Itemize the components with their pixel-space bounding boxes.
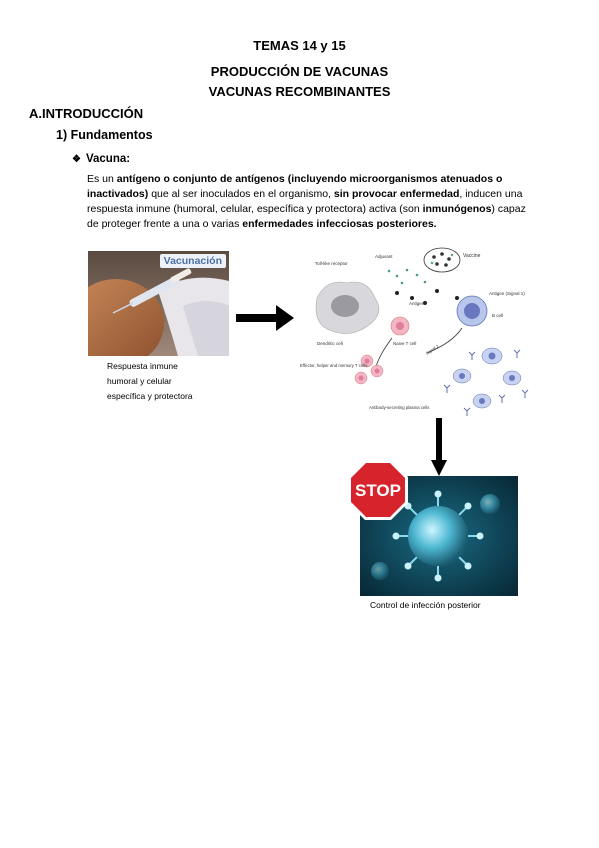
label-signal2: Signal 2 bbox=[425, 343, 440, 356]
label-plasma-cells: Antibody-secreting plasma cells bbox=[369, 405, 429, 410]
figure-caption-right: Control de infección posterior bbox=[370, 600, 481, 610]
document-subtitle-1: PRODUCCIÓN DE VACUNAS bbox=[210, 64, 389, 79]
label-naive-t-cell: Naive T cell bbox=[393, 341, 416, 346]
definition-paragraph: Es un antígeno o conjunto de antígenos (… bbox=[87, 172, 527, 232]
label-effector-cells: Effector, helper and memory T cells bbox=[300, 363, 367, 368]
text-run-bold: sin provocar enfermedad bbox=[333, 188, 460, 200]
right-arrow-icon bbox=[236, 305, 294, 336]
caption-line: humoral y celular bbox=[107, 376, 172, 386]
label-antigen: Antigen bbox=[409, 301, 425, 306]
text-run-bold: enfermedades infecciosas posteriores. bbox=[242, 218, 437, 230]
text-run: , inducen una respuesta inmune (humoral,… bbox=[87, 188, 523, 215]
label-dendritic-cell: Dendritic cell bbox=[317, 341, 343, 346]
stop-sign-icon: STOP bbox=[346, 458, 410, 527]
caption-line: Respuesta inmune bbox=[107, 361, 178, 371]
section-heading: A.INTRODUCCIÓN bbox=[29, 106, 144, 121]
diamond-bullet-icon: ❖ bbox=[72, 153, 81, 165]
photo-label: Vacunación bbox=[159, 254, 226, 268]
label-tlr: Toll-like receptor bbox=[315, 261, 348, 266]
text-run: Es un bbox=[87, 173, 117, 185]
vaccination-photo: Vacunación bbox=[88, 251, 229, 356]
label-adjuvant: Adjuvant bbox=[375, 254, 393, 259]
caption-line: específica y protectora bbox=[107, 391, 193, 401]
label-antigen-signal: Antigen (Signal 1) bbox=[489, 291, 525, 296]
down-arrow-icon bbox=[431, 418, 447, 481]
text-run: que al ser inoculados en el organismo, bbox=[148, 188, 334, 200]
subsection-heading: 1) Fundamentos bbox=[56, 128, 153, 142]
stop-text: STOP bbox=[355, 481, 401, 500]
text-run-bold: antígeno o conjunto de antígenos (incluy… bbox=[87, 173, 503, 200]
label-b-cell: B cell bbox=[492, 313, 503, 318]
immune-response-diagram: Vaccine Adjuvant Toll-like receptor Anti… bbox=[297, 243, 537, 423]
bullet-term: Vacuna: bbox=[85, 153, 131, 165]
bullet-item: ❖ Vacuna: bbox=[72, 153, 130, 165]
text-run-bold: inmunógenos bbox=[422, 203, 492, 215]
text-run: ) capaz de proteger frente a una o varia… bbox=[87, 203, 526, 230]
document-subtitle-2: VACUNAS RECOMBINANTES bbox=[208, 84, 391, 99]
document-title: TEMAS 14 y 15 bbox=[253, 38, 346, 53]
label-vaccine: Vaccine bbox=[463, 253, 481, 259]
figure-caption-left: Respuesta inmune humoral y celular espec… bbox=[107, 359, 193, 404]
